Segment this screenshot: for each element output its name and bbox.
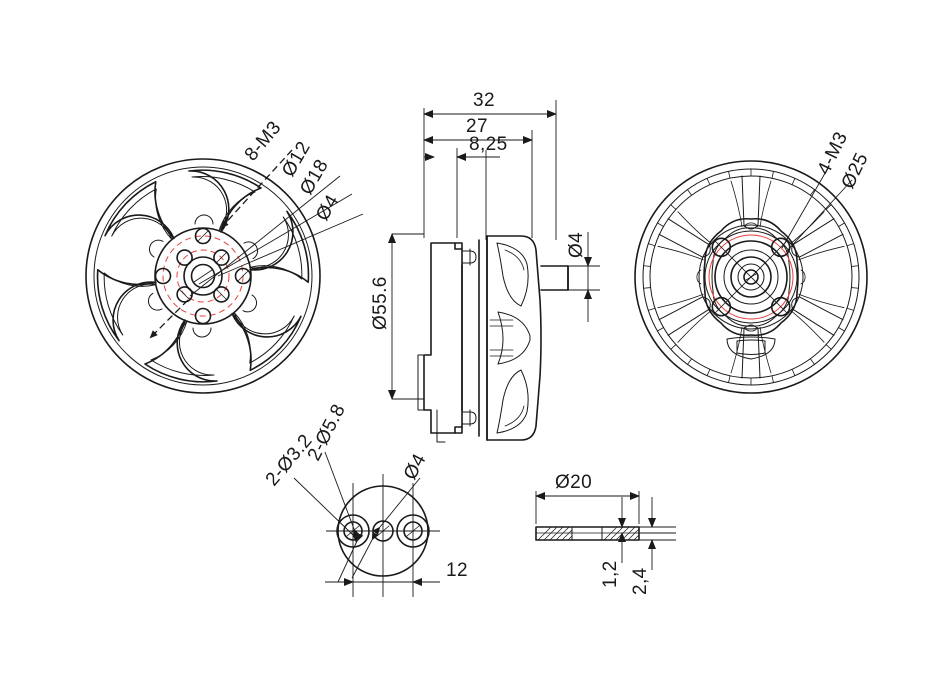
washer-section-view: Ø20 1,2 2,4 [535, 472, 676, 595]
shaft-end-leaders [293, 451, 421, 583]
dim-label-825: 8,25 [469, 134, 508, 155]
front-bell-view: 8-M3 Ø12 Ø18 Ø4 [85, 117, 364, 394]
bolt-circle-12 [176, 249, 230, 303]
dim-label-32: 32 [473, 90, 495, 111]
rear-view-leaders [781, 167, 853, 253]
dim-32: 32 [423, 90, 557, 118]
dim-label-12t: 1,2 [600, 560, 621, 588]
washer-body [535, 526, 640, 541]
dim-12: 12 [325, 560, 468, 586]
bolt-circle-25 [708, 234, 794, 320]
front-label-8m3: 8-M3 [241, 117, 286, 165]
dim-d556: Ø55.6 [370, 233, 424, 400]
front-label-d4: Ø4 [312, 191, 343, 224]
motor-body-profile [486, 235, 542, 441]
dim-label-12: 12 [446, 560, 468, 581]
output-shaft [540, 265, 569, 291]
dim-shaft-d4: Ø4 [566, 232, 600, 322]
dim-label-d20: Ø20 [555, 472, 592, 493]
detail-label-2d32: 2-Ø3.2 [262, 430, 317, 490]
dim-label-24t: 2,4 [630, 567, 651, 595]
dim-label-shaft-d4: Ø4 [566, 232, 587, 258]
dim-label-27: 27 [466, 116, 488, 137]
rear-mount-view: 4-M3 Ø25 [634, 129, 873, 394]
front-view-leaders [149, 149, 364, 339]
side-section-view: 32 27 8,25 Ø55.6 [370, 90, 600, 443]
dim-d20: Ø20 [535, 472, 640, 524]
dim-label-d556: Ø55.6 [370, 276, 391, 330]
detail-label-2d58: 2-Ø5.8 [304, 401, 350, 464]
dim-27: 27 [423, 116, 533, 144]
detail-label-d4b: Ø4 [400, 450, 431, 483]
stator-base [417, 239, 480, 443]
dim-thickness: 1,2 2,4 [600, 497, 676, 595]
dim-825: 8,25 [424, 134, 508, 161]
